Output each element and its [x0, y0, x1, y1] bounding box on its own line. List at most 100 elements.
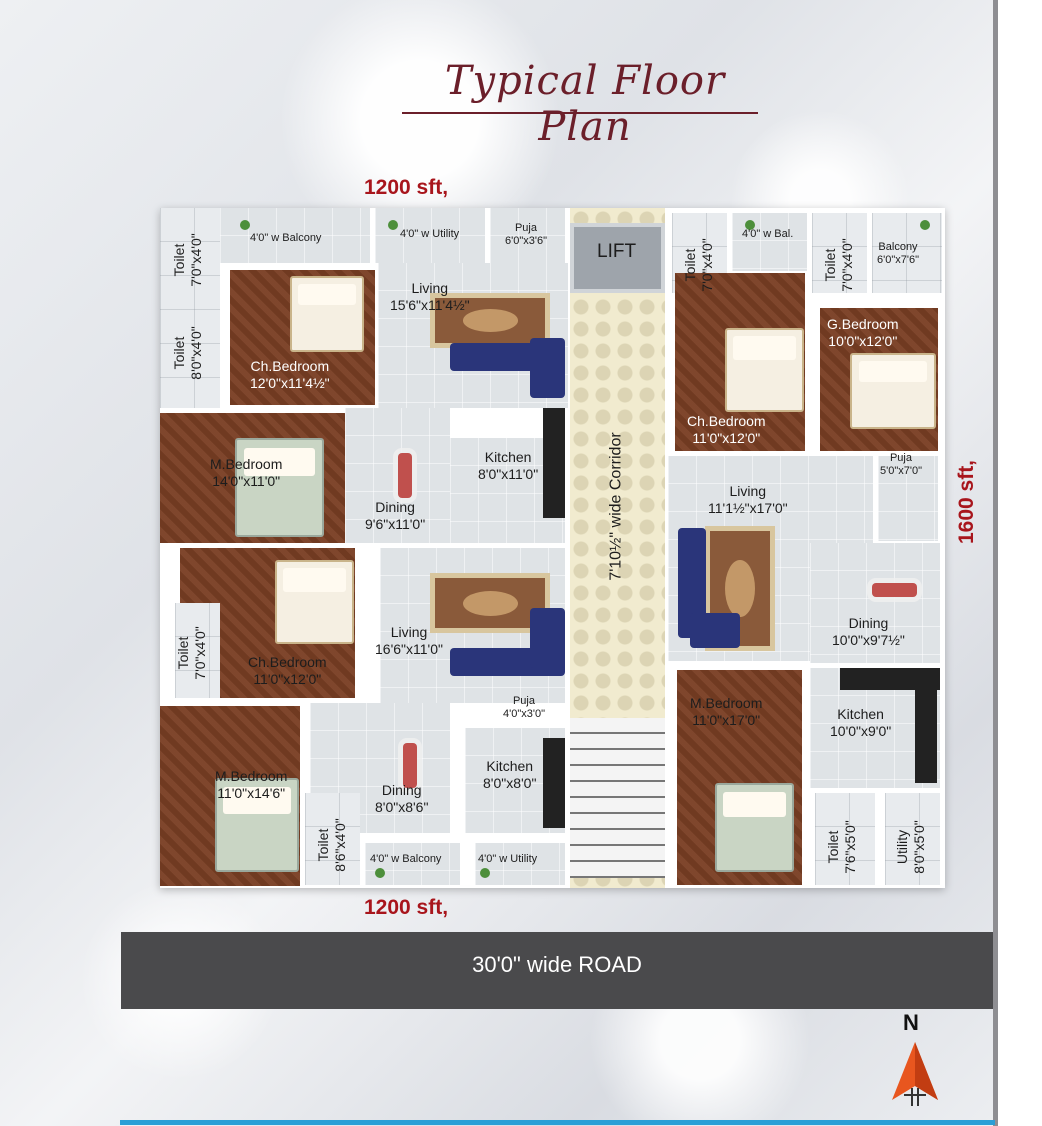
room-size: 8'0"x8'6"	[375, 799, 429, 815]
label-tl-toilet2: Toilet 8'0"x4'0"	[171, 323, 205, 383]
dining-table	[403, 743, 417, 788]
room-name: Dining	[375, 499, 415, 515]
bed	[725, 328, 804, 412]
sofa	[690, 613, 740, 648]
road-band	[121, 932, 993, 1009]
room-name: Toilet	[315, 828, 331, 862]
sofa	[530, 338, 565, 398]
room-size: 11'1½"x17'0"	[708, 500, 788, 516]
room-name: Ch.Bedroom	[248, 654, 327, 670]
bed	[715, 783, 794, 872]
room-name: Puja	[889, 452, 912, 464]
room-size: 5'0"x7'0"	[880, 465, 922, 477]
room-name: Balcony	[878, 241, 918, 253]
room-size: 4'0"x3'0"	[503, 708, 545, 720]
room-size: 10'0"x12'0"	[828, 333, 898, 349]
label-r-kitchen: Kitchen 10'0"x9'0"	[830, 706, 891, 740]
room-size: 12'0"x11'4½"	[250, 375, 330, 391]
label-tl-toilet1: Toilet 7'0"x4'0"	[171, 230, 205, 290]
room-size: 7'0"x4'0"	[188, 233, 204, 287]
room-name: Dining	[381, 782, 422, 798]
label-r-toilet3: Toilet 7'6"x5'0"	[825, 817, 859, 877]
north-arrow-icon	[892, 1042, 938, 1106]
label-bl-living: Living 16'6"x11'0"	[375, 624, 443, 658]
room-bl-toilet2	[305, 793, 360, 885]
plant	[388, 220, 398, 230]
plant	[375, 868, 385, 878]
title-underline	[402, 112, 758, 114]
area-label-top: 1200 sft,	[364, 176, 449, 199]
room-size: 11'0"x17'0"	[692, 712, 761, 728]
plant	[240, 220, 250, 230]
label-bl-utility: 4'0" w Utility	[478, 853, 538, 865]
room-size: 11'0"x14'6"	[217, 785, 286, 801]
label-r-g-bedroom: G.Bedroom 10'0"x12'0"	[827, 316, 899, 350]
room-name: Kitchen	[837, 706, 884, 722]
label-tl-balcony: 4'0" w Balcony	[250, 232, 322, 244]
room-tl-toilets	[160, 208, 220, 408]
floor-plan: Toilet 7'0"x4'0" Toilet 8'0"x4'0" 4'0" w…	[160, 208, 945, 888]
room-name: M.Bedroom	[210, 456, 283, 472]
room-size: 8'0"x8'0"	[483, 775, 537, 791]
room-size: 7'0"x4'0"	[839, 238, 855, 292]
room-name: Puja	[514, 222, 537, 234]
room-name: Toilet	[825, 830, 841, 864]
plant	[920, 220, 930, 230]
rug	[430, 573, 550, 633]
room-size: 15'6"x11'4½"	[390, 297, 470, 313]
room-size: 7'0"x4'0"	[192, 626, 208, 680]
kitchen-counter	[840, 668, 940, 690]
lift	[570, 223, 665, 293]
room-tl-balcony	[220, 208, 370, 263]
room-size: 14'0"x11'0"	[212, 473, 281, 489]
area-label-bottom: 1200 sft,	[364, 896, 449, 919]
bed	[235, 438, 324, 537]
label-tl-puja: Puja 6'0"x3'6"	[505, 222, 547, 248]
label-r-living: Living 11'1½"x17'0"	[708, 483, 788, 517]
kitchen-counter	[543, 738, 565, 828]
label-bl-kitchen: Kitchen 8'0"x8'0"	[483, 758, 536, 792]
room-name: Kitchen	[484, 449, 532, 465]
room-size: 9'6"x11'0"	[365, 516, 426, 532]
room-size: 10'0"x9'7½"	[832, 632, 905, 648]
road-label: 30'0" wide ROAD	[472, 952, 642, 977]
label-r-toilet2: Toilet 7'0"x4'0"	[822, 235, 856, 295]
room-size: 8'0"x4'0"	[188, 326, 204, 380]
room-name: Utility	[894, 829, 910, 865]
room-name: Puja	[512, 695, 535, 707]
sofa	[530, 608, 565, 668]
room-tl-utility	[375, 208, 485, 263]
room-size: 8'0"x5'0"	[911, 820, 927, 874]
kitchen-counter	[543, 408, 565, 518]
room-size: 8'0"x11'0"	[478, 466, 539, 482]
label-r-puja: Puja 5'0"x7'0"	[880, 452, 922, 478]
room-r-dining	[810, 543, 940, 663]
room-name: Living	[411, 280, 449, 296]
room-size: 7'6"x5'0"	[842, 820, 858, 874]
room-bl-toilet1	[175, 603, 220, 698]
room-name: Toilet	[171, 336, 187, 370]
room-size: 6'0"x7'6"	[877, 254, 919, 266]
area-label-right: 1600 sft,	[955, 459, 979, 545]
room-r-toilet2	[812, 213, 867, 293]
plant	[480, 868, 490, 878]
staircase	[570, 718, 665, 878]
room-name: M.Bedroom	[690, 695, 763, 711]
bed	[290, 276, 364, 352]
room-tl-dining	[345, 408, 450, 543]
label-tl-ch-bedroom: Ch.Bedroom 12'0"x11'4½"	[250, 358, 330, 392]
label-r-bal: 4'0" w Bal.	[742, 228, 794, 240]
page-title: Typical Floor Plan	[444, 58, 726, 150]
room-name: Ch.Bedroom	[687, 413, 766, 429]
label-bl-puja: Puja 4'0"x3'0"	[503, 695, 545, 721]
label-bl-toilet2: Toilet 8'6"x4'0"	[315, 815, 349, 875]
label-r-dining: Dining 10'0"x9'7½"	[832, 615, 905, 649]
room-size: 16'6"x11'0"	[375, 641, 443, 657]
room-r-puja	[878, 456, 938, 541]
north-label: N	[903, 1010, 919, 1035]
label-bl-m-bedroom: M.Bedroom 11'0"x14'6"	[215, 768, 287, 802]
kitchen-counter	[915, 688, 937, 783]
label-r-toilet1: Toilet 7'0"x4'0"	[682, 235, 716, 295]
right-edge-bar	[993, 0, 998, 1126]
label-tl-utility: 4'0" w Utility	[400, 228, 460, 240]
